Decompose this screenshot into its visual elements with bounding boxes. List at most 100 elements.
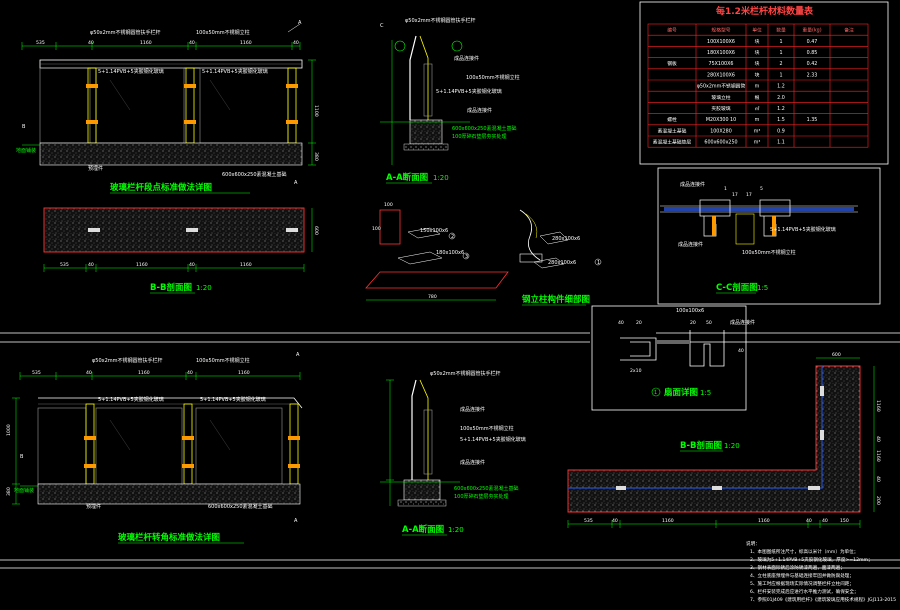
aa-upper-label-glass: 5+1.14PVB+5夹胶钢化玻璃 [436,88,502,95]
table-cell: φ50x2mm不锈钢圆管 [697,83,746,90]
bb-upper-dim-1: 535 [60,262,69,268]
bb-lower-dim-top: 600 [832,352,841,358]
table-cell: M20X300 10 [706,117,736,123]
table-cell: 100X280 [710,128,732,134]
table-cell: 0.9 [777,128,785,134]
aa-upper-label-conn: 成品连接件 [454,55,479,62]
aa-upper-marker: C [380,23,384,29]
table-cell: 钢板 [667,60,677,67]
flange-dim-2: 20 [636,320,642,326]
bb-lower-dim-b3: 1160 [662,518,674,524]
aa-lower-label-post: 100x50mm不锈钢立柱 [460,425,514,432]
table-cell: 块 [755,71,760,78]
bb-lower-dim-b2: 40 [612,518,618,524]
note-7: 7、参照01J409《建筑用栏杆》《建筑玻璃应用技术规程》JGJ113-2015 [750,596,896,603]
aa-lower-label-rail: φ50x2mm不锈钢圆管扶手栏杆 [430,370,501,377]
table-header-cell: 单位 [752,27,762,34]
upper-label-post: 100x50mm不锈钢立柱 [196,29,250,36]
table-cell: 75X100X6 [709,61,734,67]
note-1: 1、本图图纸所注尺寸，标高以米计（mm）为单位； [750,548,858,555]
bb-lower-dim-b4: 40 [806,518,812,524]
table-cell: 1 [779,72,782,78]
post-label-1: 150x100x6 [420,228,448,234]
section-cc: 1 17 17 5 成品连接件 5+1.14PVB+5夹胶钢化玻璃 成品连接件 … [657,167,881,305]
dim-upper-6: 40 [293,40,299,46]
note-2: 2、玻璃为5+1.14PVB+5夹胶钢化玻璃，厚度>=12mm； [750,556,873,563]
aa-lower-label-foundation: 600x600x250素混凝土基础 [454,485,519,492]
aa-upper-scale: 1:20 [433,174,449,182]
bb-upper-scale: 1:20 [196,284,212,292]
aa-lower-label-conn2: 成品连接件 [460,459,485,466]
flange-dim-4: 50 [706,320,712,326]
cc-dim-3: 17 [746,192,752,198]
flange-scale: 1:5 [700,389,711,397]
lower-dim-5: 1160 [238,370,250,376]
table-cell: 600x600x250 [704,140,737,146]
lower-label-post: 100x50mm不锈钢立柱 [196,357,250,364]
lower-marker-a: A [296,352,300,358]
lower-elevation: 535 40 1160 40 1160 φ50x2mm不锈钢圆管扶手栏杆 100… [6,352,303,544]
quantity-table: 每1.2米栏杆材料数量表 编号规格型号单位数量重量(kg)备注100X100X6… [639,1,889,165]
flange-dim-3: 20 [690,320,696,326]
bb-lower-dim-r4: 40 [875,476,881,482]
note-5: 5、施工时应根据现场实际情况调整栏杆立柱间距； [750,580,854,587]
flange-dim-5: 40 [738,348,744,354]
post-label-2: 180x100x6 [436,250,464,256]
flange-dim-6: 2x10 [630,368,642,374]
table-header-cell: 重量(kg) [802,27,821,34]
bb-lower-dim-r5: 200 [875,496,881,505]
table-cell: 0.47 [807,39,818,45]
lower-label-rail: φ50x2mm不锈钢圆管扶手栏杆 [92,357,163,364]
bb-lower-dim-r3: 1160 [875,450,881,462]
upper-elevation-title: 玻璃栏杆段点标准做法详图 [110,182,212,193]
cc-label-glass: 5+1.14PVB+5夹胶钢化玻璃 [770,226,836,233]
aa-upper-label-rail: φ50x2mm不锈钢圆管扶手栏杆 [405,17,476,24]
aa-upper-label-post: 100x50mm不锈钢立柱 [466,74,520,81]
upper-marker-b: B [22,124,26,130]
table-cell: 素混凝土基础垫层 [653,139,692,146]
table-title: 每1.2米栏杆材料数量表 [716,5,814,17]
cc-dim-1: 1 [724,186,727,192]
table-cell: 1 [779,39,782,45]
post-dim-3: 780 [428,294,437,300]
note-3: 3、钢材表面除锈后涂防锈漆两遍，面漆两遍； [750,564,845,571]
aa-lower-label-gravel: 100厚碎石垫层夯实处理 [454,493,509,500]
upper-marker-a: A [298,20,302,26]
bb-upper-dim-4: 40 [189,262,195,268]
bb-lower-dim-b1: 535 [584,518,593,524]
table-header-cell: 编号 [667,27,677,34]
lower-dim-3: 1160 [138,370,150,376]
table-cell: 100X100X6 [707,39,735,45]
lower-label-glass-1: 5+1.14PVB+5夹胶钢化玻璃 [98,396,164,403]
table-cell: 280X100X6 [707,72,735,78]
dim-upper-3: 1160 [140,40,152,46]
table-cell: 1.1 [777,140,785,146]
post-circle-1: 1 [597,260,600,266]
upper-section-aa: C φ50x2mm不锈钢圆管扶手栏杆 成品连接件 100x50mm不锈钢立柱 5… [380,17,520,184]
cc-label-conn: 成品连接件 [680,181,705,188]
cc-scale: 1:5 [757,284,768,292]
flange-title: 扇面详图 [664,387,698,398]
lower-section-aa: φ50x2mm不锈钢圆管扶手栏杆 成品连接件 100x50mm不锈钢立柱 5+1… [380,370,526,536]
dim-upper-2: 40 [88,40,94,46]
post-dim-2: 100 [372,226,381,232]
post-label-4: 280x100x6 [548,260,576,266]
aa-upper-label-gravel: 100厚碎石垫层夯实处理 [452,133,507,140]
table-cell: 1 [779,50,782,56]
dim-upper-1: 535 [36,40,45,46]
aa-upper-label-conn2: 成品连接件 [467,107,492,114]
bb-lower-dim-b6: 40 [822,518,828,524]
table-cell: 1.2 [777,106,785,112]
table-cell: 1.35 [807,117,818,123]
upper-marker-a2: A [294,180,298,186]
post-circle-2: 2 [451,234,454,240]
flange-label-2: 成品连接件 [730,319,755,326]
table-cell: m³ [754,128,761,134]
bb-lower-title: B-B剖面图 [680,440,722,451]
table-cell: 0.85 [807,50,818,56]
lower-dim-1: 535 [32,370,41,376]
aa-upper-label-foundation: 600x600x250素混凝土基础 [452,125,517,132]
bb-upper-dim-2: 40 [88,262,94,268]
post-circle-3: 3 [465,254,468,260]
aa-lower-label-conn: 成品连接件 [460,406,485,413]
